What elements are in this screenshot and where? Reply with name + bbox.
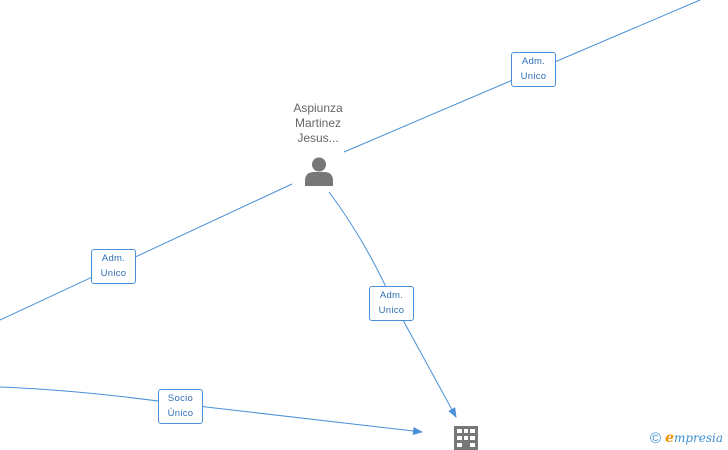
building-icon[interactable] [454,426,478,450]
person-name-line2: Martinez [294,116,341,130]
edge-label-line2: Unico [100,268,127,279]
person-name-line3: Jesus... [297,131,339,145]
edge-label-line2: Unico [378,305,405,316]
edge-label-line1: Adm. [101,253,126,264]
edge-label-top-right[interactable]: Adm. Unico [511,52,556,87]
brand-logo[interactable]: empresia [665,430,723,446]
footer-brand: © empresia [650,428,723,448]
edge-bottom-line [0,386,423,435]
brand-rest: mpresia [673,431,724,445]
edge-label-line2: Único [167,408,194,419]
person-name[interactable]: Aspiunza Martinez Jesus... [268,101,368,146]
person-icon[interactable] [304,156,334,186]
edge-label-line2: Unico [520,71,547,82]
brand-initial: e [665,430,674,446]
edge-label-to-company[interactable]: Adm. Unico [369,286,414,321]
copyright-symbol: © [650,429,662,447]
edge-label-left[interactable]: Adm. Unico [91,249,136,284]
person-name-line1: Aspiunza [293,101,343,115]
edge-label-line1: Socio [167,393,194,404]
edge-label-bottom[interactable]: Socio Único [158,389,203,424]
edge-label-line1: Adm. [379,290,404,301]
edge-label-line1: Adm. [521,56,546,67]
edge-left-line [0,183,293,321]
